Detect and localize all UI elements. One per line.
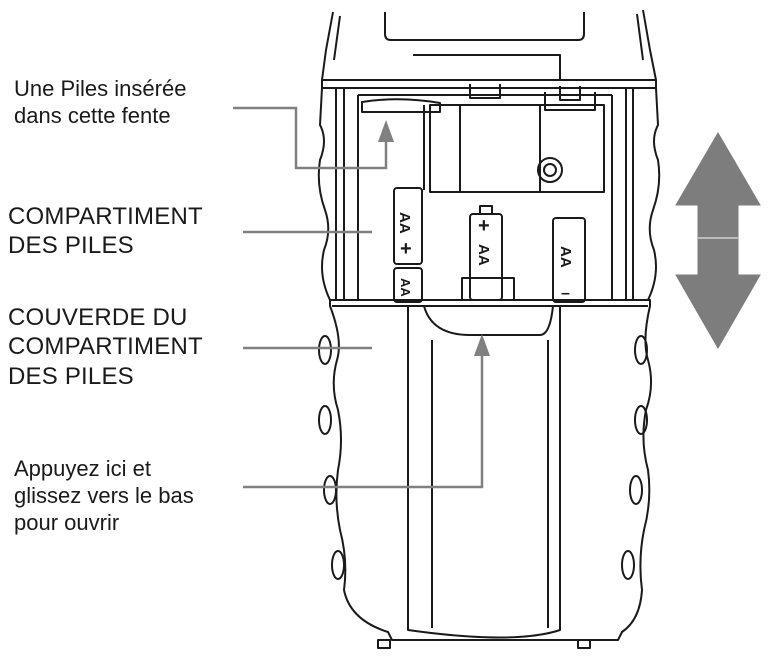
label-battery-cover: COUVERDE DU COMPARTIMENT DES PILES <box>8 303 203 391</box>
label-cover-line3: DES PILES <box>8 362 134 390</box>
callout-slot-arrowhead <box>378 120 394 142</box>
battery-right <box>552 217 586 303</box>
battery-right-minus: – <box>561 285 570 302</box>
callout-push-line <box>243 355 484 489</box>
battery-left-lower <box>393 267 423 303</box>
callout-push-arrowhead <box>474 334 490 356</box>
battery-left <box>393 187 423 265</box>
label-battery-slot-line2: dans cette fente <box>14 102 171 128</box>
battery-left-plus: + <box>400 238 412 260</box>
label-push-line3: pour ouvrir <box>14 509 120 535</box>
label-battery-compartment: COMPARTIMENT DES PILES <box>8 202 203 261</box>
label-compartment-line2: DES PILES <box>8 232 134 260</box>
battery-left-type: AA <box>396 212 413 234</box>
compartment-housing <box>317 54 661 301</box>
battery-middle-type: AA <box>475 244 492 266</box>
battery-cover <box>318 299 652 649</box>
device-top-body <box>321 9 657 81</box>
callout-slot-line <box>233 106 388 170</box>
battery-left-lower-type: AA <box>398 278 413 297</box>
label-battery-slot-line1: Une Piles insérée <box>14 76 187 101</box>
label-push-line1: Appuyez ici et <box>14 456 151 481</box>
battery-right-type: AA <box>557 246 574 268</box>
battery-middle-plus: + <box>478 215 490 237</box>
label-push-line2: glissez vers le bas <box>14 482 194 508</box>
label-battery-slot: Une Piles insérée dans cette fente <box>14 76 186 130</box>
label-compartment-line1: COMPARTIMENT <box>8 203 203 230</box>
slide-double-arrow <box>675 132 761 350</box>
label-push-slide: Appuyez ici et glissez vers le bas pour … <box>14 456 194 536</box>
label-cover-line1: COUVERDE DU <box>8 304 188 331</box>
label-cover-line2: COMPARTIMENT <box>8 333 203 361</box>
